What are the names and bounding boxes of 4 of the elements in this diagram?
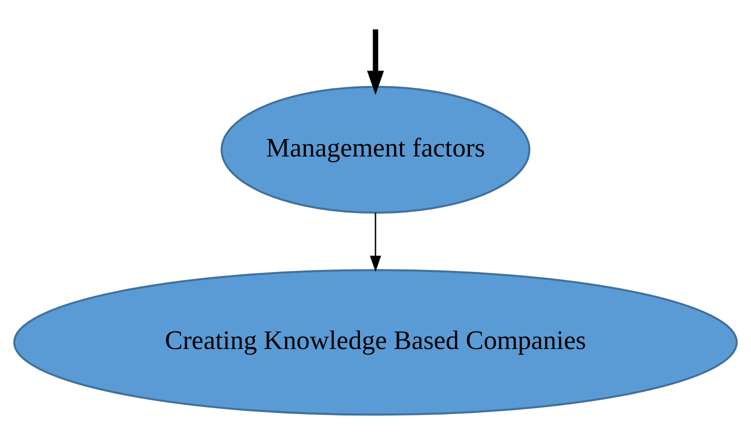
arrow [370,212,382,272]
node-ellipse: Creating Knowledge Based Companies [13,268,738,416]
arrow [367,28,384,94]
node-ellipse: Management factors [220,85,530,214]
